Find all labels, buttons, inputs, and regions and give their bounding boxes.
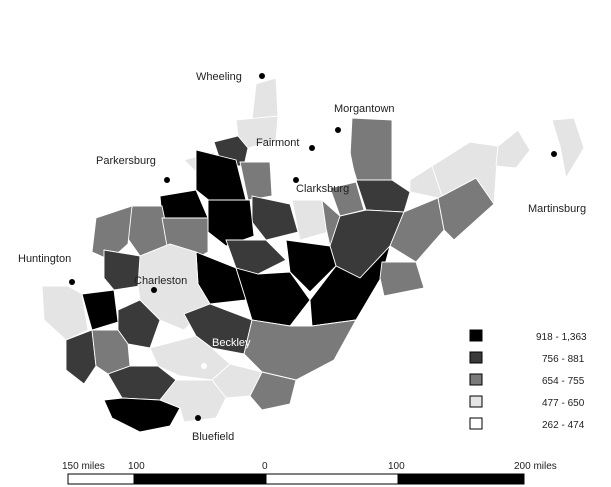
city-label-bluefield: Bluefield bbox=[192, 431, 234, 443]
county-brooke bbox=[261, 39, 273, 67]
legend-label-3: 654 - 755 bbox=[542, 376, 585, 387]
county-wayne bbox=[41, 285, 89, 341]
scale-segment-1 bbox=[67, 473, 135, 485]
city-dot-wheeling bbox=[259, 73, 265, 79]
county-nicholas bbox=[235, 267, 311, 327]
county-tucker bbox=[355, 179, 411, 213]
city-dot-huntington bbox=[69, 279, 75, 285]
county-marshall bbox=[251, 77, 279, 121]
city-label-fairmont: Fairmont bbox=[256, 137, 299, 149]
city-dot-clarksburg bbox=[293, 177, 299, 183]
city-dot-charleston bbox=[151, 287, 157, 293]
legend-swatch-1 bbox=[469, 329, 483, 342]
county-wetzel bbox=[235, 115, 279, 149]
city-markers bbox=[69, 73, 557, 421]
counties bbox=[41, 7, 585, 433]
county-harrison bbox=[267, 169, 331, 205]
legend-label-5: 262 - 474 bbox=[542, 420, 585, 431]
scale-label-0: 150 miles bbox=[62, 461, 105, 472]
legend-swatch-3 bbox=[469, 373, 483, 386]
county-monroe bbox=[249, 371, 297, 411]
county-lincoln bbox=[81, 289, 119, 331]
scale-label-4: 200 miles bbox=[514, 461, 557, 472]
city-dot-beckley bbox=[201, 363, 207, 369]
scale-label-2: 0 bbox=[262, 461, 268, 472]
scale-label-1: 100 bbox=[128, 461, 145, 472]
city-label-clarksburg: Clarksburg bbox=[296, 183, 349, 195]
city-label-charleston: Charleston bbox=[134, 275, 187, 287]
scale-bar: 150 miles 100 0 100 200 miles bbox=[62, 461, 557, 485]
city-labels: Wheeling Morgantown Fairmont Parkersburg… bbox=[18, 71, 586, 443]
city-label-wheeling: Wheeling bbox=[196, 71, 242, 83]
scale-segment-2 bbox=[133, 473, 267, 485]
county-jefferson bbox=[551, 117, 585, 180]
county-mingo bbox=[65, 329, 97, 385]
legend-swatch-2 bbox=[469, 351, 483, 364]
legend-label-2: 756 - 881 bbox=[542, 354, 585, 365]
city-label-huntington: Huntington bbox=[18, 253, 71, 265]
city-dot-martinsburg bbox=[551, 151, 557, 157]
city-label-morgantown: Morgantown bbox=[334, 103, 395, 115]
county-mcdowell bbox=[103, 397, 181, 433]
scale-label-3: 100 bbox=[388, 461, 405, 472]
city-label-beckley: Beckley bbox=[212, 337, 251, 349]
legend-swatch-5 bbox=[469, 417, 483, 430]
legend: 918 - 1,363 756 - 881 654 - 755 477 - 65… bbox=[469, 329, 587, 431]
county-mason bbox=[91, 205, 133, 261]
county-mercer bbox=[159, 379, 227, 423]
county-grant bbox=[389, 197, 445, 263]
county-braxton bbox=[225, 239, 287, 275]
city-label-martinsburg: Martinsburg bbox=[528, 203, 586, 215]
city-dot-fairmont bbox=[309, 145, 315, 151]
city-dot-parkersburg bbox=[164, 177, 170, 183]
county-pocahontas bbox=[309, 245, 391, 327]
legend-swatch-4 bbox=[469, 395, 483, 408]
city-label-parkersburg: Parkersburg bbox=[96, 155, 156, 167]
legend-label-4: 477 - 650 bbox=[542, 398, 585, 409]
county-doddridge bbox=[239, 161, 273, 201]
county-putnam bbox=[103, 249, 141, 291]
county-eastern-gray bbox=[469, 111, 519, 147]
legend-label-1: 918 - 1,363 bbox=[536, 332, 587, 343]
city-dot-morgantown bbox=[335, 127, 341, 133]
county-pendleton bbox=[379, 261, 425, 297]
scale-segment-4 bbox=[397, 473, 525, 485]
county-calhoun bbox=[207, 199, 255, 247]
county-webster bbox=[285, 239, 337, 293]
city-dot-bluefield bbox=[195, 415, 201, 421]
county-hancock bbox=[261, 7, 274, 46]
scale-segment-3 bbox=[265, 473, 399, 485]
county-greenbrier bbox=[243, 319, 357, 381]
county-preston bbox=[349, 117, 393, 185]
